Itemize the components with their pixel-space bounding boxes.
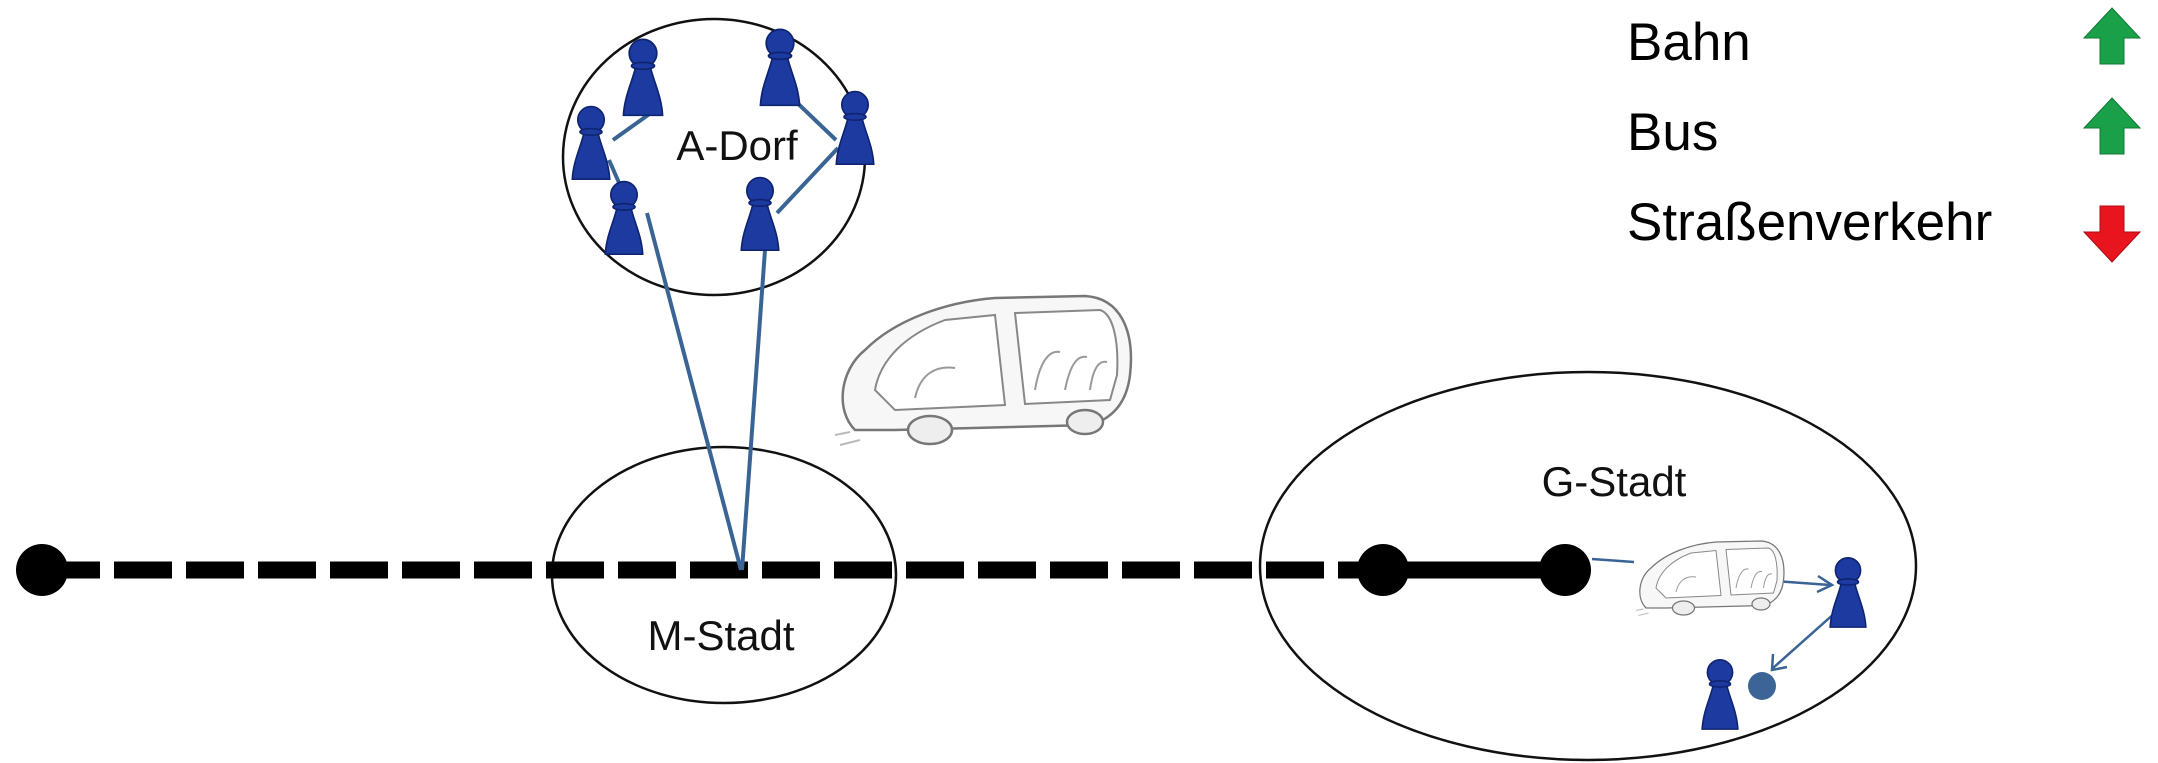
- pawn-icon: [835, 90, 875, 166]
- pawn-icon: [1701, 659, 1739, 730]
- g-stadt-area: [1258, 370, 1918, 762]
- rail-station-g-stadt-west: [1357, 544, 1409, 596]
- pawn-icon: [604, 180, 644, 256]
- green-up-arrow-icon: [2082, 7, 2142, 65]
- pawn-icon: [759, 28, 801, 107]
- place-label-m-stadt: M-Stadt: [647, 612, 794, 659]
- connection-lines: [607, 94, 840, 571]
- legend-label-bus: Bus: [1627, 103, 1718, 162]
- legend: Bahn Bus Straßenverkehr: [1627, 7, 2142, 263]
- place-label-a-dorf: A-Dorf: [676, 122, 798, 169]
- pawn-icon: [622, 38, 664, 117]
- legend-label-bahn: Bahn: [1627, 13, 1751, 72]
- legend-label-strassenverkehr: Straßenverkehr: [1627, 193, 1992, 252]
- red-down-arrow-icon: [2082, 205, 2142, 263]
- green-up-arrow-icon: [2082, 97, 2142, 155]
- pawn-icon: [740, 176, 780, 252]
- stop-dot: [1748, 672, 1776, 700]
- pawn-icon: [571, 105, 611, 181]
- rail-station-west: [16, 544, 68, 596]
- autonomous-shuttle-icon: [1635, 540, 1785, 617]
- autonomous-shuttle-icon: [833, 294, 1133, 447]
- place-label-g-stadt: G-Stadt: [1542, 458, 1687, 505]
- pawn-icon: [1829, 557, 1867, 628]
- rail-station-g-stadt-east: [1539, 544, 1591, 596]
